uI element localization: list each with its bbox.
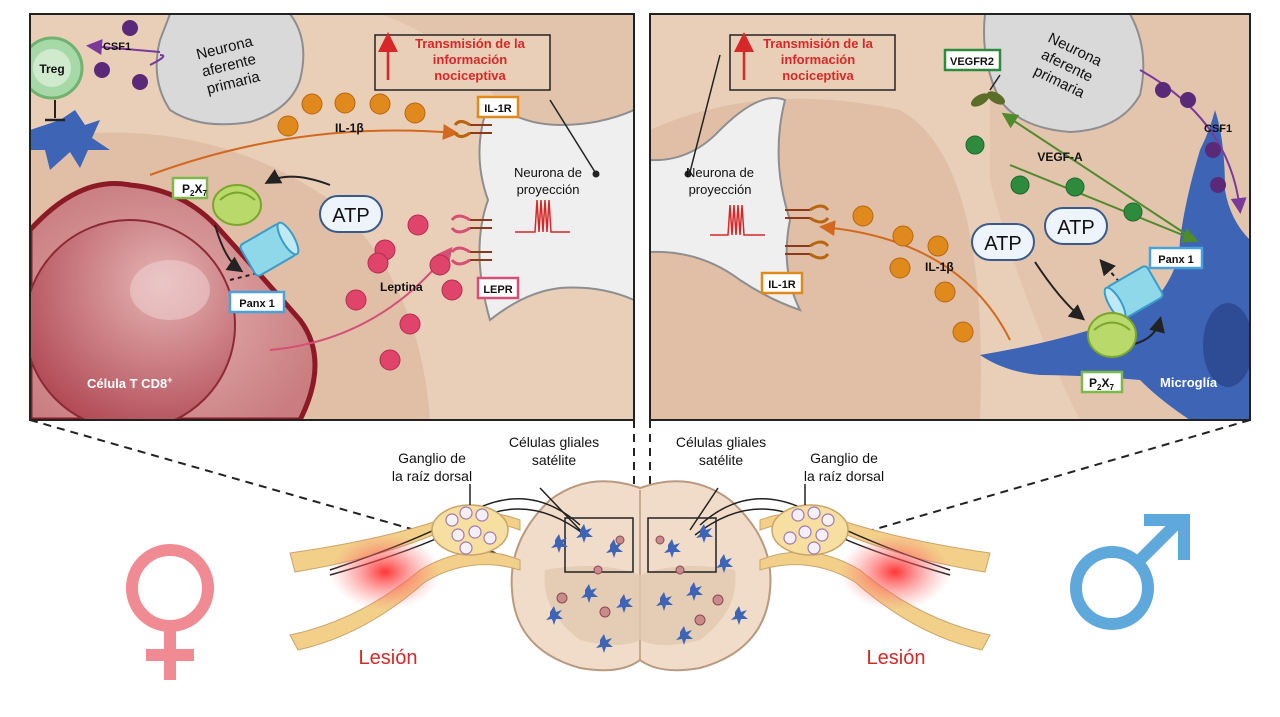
left-projection-label-2: proyección — [517, 182, 580, 197]
right-transmission-2: información — [781, 52, 855, 67]
lepr-label: LEPR — [483, 284, 512, 296]
csf1-molecules — [94, 20, 148, 90]
p2x7-channel — [212, 184, 262, 226]
left-il1r-label: IL-1R — [484, 103, 512, 115]
right-glial-label-2: satélite — [699, 452, 744, 468]
right-panel-border — [649, 13, 1251, 421]
left-drg-label-1: Ganglio de — [398, 450, 466, 466]
vegfr2-receptor — [970, 91, 1006, 107]
right-panx1-label: Panx 1 — [1158, 254, 1193, 266]
right-lesion-glow — [840, 534, 950, 610]
right-transmission-1: Transmisión de la — [763, 36, 874, 51]
left-panx1-label: Panx 1 — [239, 298, 274, 310]
right-p2x7-channel — [1087, 312, 1137, 358]
female-symbol-icon — [126, 544, 214, 680]
left-csf1-label: CSF1 — [103, 41, 131, 53]
treg-label: Treg — [39, 62, 64, 76]
left-panel: Treg CSF1 Neurona aferente primaria IL-1… — [30, 14, 634, 420]
left-lesion-glow — [330, 534, 440, 610]
cd8-cell-label: Célula T CD8+ — [87, 375, 172, 391]
il1b-molecules — [277, 92, 426, 137]
left-transmission-2: información — [433, 52, 507, 67]
left-transmission-1: Transmisión de la — [415, 36, 526, 51]
projection-neuron-shape — [478, 98, 634, 322]
left-il1b-label: IL-1β — [335, 121, 364, 135]
leptina-label: Leptina — [380, 280, 423, 294]
leptin-molecules — [345, 214, 463, 371]
vegfa-label: VEGF-A — [1037, 150, 1083, 164]
right-drg-label-2: la raíz dorsal — [804, 468, 884, 484]
panx1-channel — [239, 221, 300, 277]
right-il1r-receptors — [785, 204, 830, 260]
left-glial-label-1: Células gliales — [509, 434, 599, 450]
right-projection-label-2: proyección — [689, 182, 752, 197]
right-atp-label-1: ATP — [984, 233, 1021, 255]
right-lesion-label: Lesión — [867, 647, 926, 669]
il1r-receptor — [453, 120, 492, 138]
left-lesion-label: Lesión — [359, 647, 418, 669]
right-il1b-molecules — [852, 205, 974, 343]
vegfr2-label: VEGFR2 — [950, 56, 994, 68]
right-p2x7-label: P2X7 — [1089, 376, 1114, 392]
left-atp-label: ATP — [332, 205, 369, 227]
right-drg-label-1: Ganglio de — [810, 450, 878, 466]
cord-microglia — [546, 524, 748, 653]
lepr-receptor — [450, 214, 492, 266]
cord-neurons — [556, 535, 724, 626]
right-panel: Transmisión de la información nociceptiv… — [650, 14, 1250, 420]
right-atp-label-2: ATP — [1057, 217, 1094, 239]
action-potential-icon — [515, 199, 570, 233]
left-blue-cell — [30, 110, 110, 170]
right-csf1-molecules — [1155, 82, 1226, 193]
microglia-cell — [980, 110, 1250, 420]
left-glial-label-2: satélite — [532, 452, 577, 468]
left-drg-label-2: la raíz dorsal — [392, 468, 472, 484]
afferent-neuron-shape — [155, 14, 305, 126]
right-transmission-3: nociceptiva — [782, 68, 854, 83]
right-il1b-label: IL-1β — [925, 260, 954, 274]
right-panx1-channel — [1103, 265, 1164, 321]
left-projection-label-1: Neurona de — [514, 165, 582, 180]
right-action-potential-icon — [710, 204, 765, 236]
right-projection-label-1: Neurona de — [686, 165, 754, 180]
right-afferent-neuron-shape — [983, 14, 1145, 134]
right-glial-label-1: Células gliales — [676, 434, 766, 450]
right-csf1-label: CSF1 — [1204, 123, 1232, 135]
left-p2x7-label: P2X7 — [182, 182, 207, 198]
left-transmission-3: nociceptiva — [434, 68, 506, 83]
right-il1r-label: IL-1R — [768, 279, 796, 291]
vegfa-molecules — [965, 135, 1143, 222]
cd8-nucleus — [30, 219, 236, 420]
male-symbol-icon — [1070, 514, 1190, 630]
bottom-scene: Ganglio de la raíz dorsal Células gliale… — [29, 419, 1251, 680]
left-panel-border — [29, 13, 635, 421]
microglia-label: Microglía — [1160, 375, 1218, 390]
right-projection-neuron-shape — [650, 97, 802, 312]
